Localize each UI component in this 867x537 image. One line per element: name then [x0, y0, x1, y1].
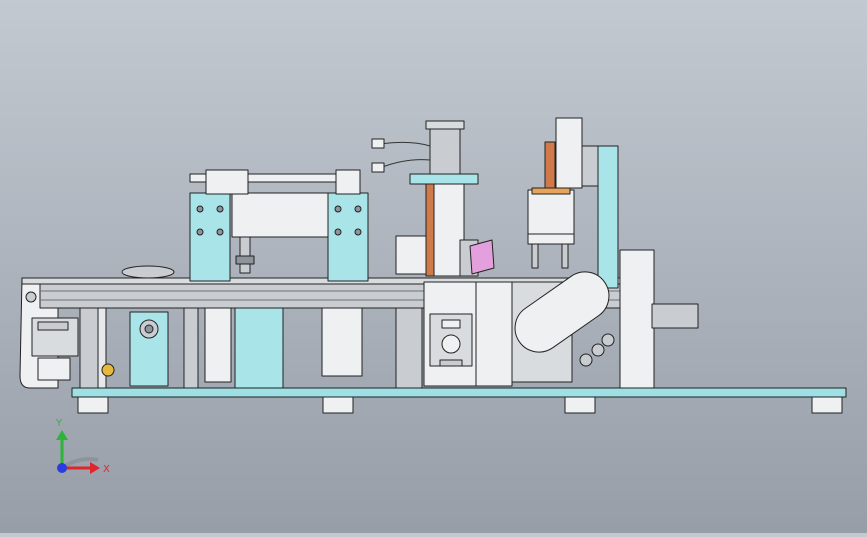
triad-label-x: X — [103, 464, 110, 475]
leg-f — [321, 307, 363, 377]
gripper-mount — [531, 187, 571, 195]
yellow-roller — [101, 363, 115, 377]
lift-pink-bracket — [469, 239, 495, 275]
servo-motor — [429, 124, 461, 176]
pick-column — [597, 145, 619, 289]
gantry-nozzle — [235, 255, 255, 265]
leg-b — [97, 307, 107, 389]
gantry-top-block — [205, 169, 249, 195]
triad-label-y: Y — [55, 418, 63, 429]
connector-1 — [371, 138, 385, 149]
flip-arm — [514, 271, 610, 353]
flip-chain-2 — [591, 343, 605, 357]
gantry-bolt-5 — [334, 205, 342, 213]
connector-2 — [371, 162, 385, 173]
gantry-bolt-3 — [196, 228, 204, 236]
central-lift-module — [371, 120, 495, 277]
gripper-body — [527, 189, 575, 235]
gripper-finger-left — [531, 243, 539, 269]
panel-dial — [441, 334, 461, 354]
leg-d — [204, 307, 232, 383]
gantry-top-block-right — [335, 169, 361, 195]
panel-switch — [441, 319, 461, 329]
left-knob — [25, 291, 37, 303]
leveling-feet — [77, 396, 843, 414]
pick-head — [555, 117, 583, 189]
left-gantry — [189, 169, 369, 282]
triad-x-arrow — [90, 462, 100, 474]
flip-chain-3 — [601, 333, 615, 347]
gantry-bolt-1 — [196, 205, 204, 213]
gantry-left-post — [189, 192, 231, 282]
cable-2 — [379, 159, 431, 169]
gantry-bolt-4 — [216, 228, 224, 236]
gantry-bolt-2 — [216, 205, 224, 213]
foot-2 — [322, 396, 354, 414]
gripper-finger-right — [561, 243, 569, 269]
foot-4 — [811, 396, 843, 414]
lift-side-bracket — [395, 235, 427, 275]
foot-3 — [564, 396, 596, 414]
triad-y-arrow — [56, 430, 68, 440]
left-lower-block — [37, 357, 71, 381]
flip-chain-1 — [579, 353, 593, 367]
coordinate-triad: X Y — [55, 418, 110, 475]
servo-cap — [425, 120, 465, 130]
left-motor-label — [37, 321, 69, 331]
leg-a — [79, 307, 99, 389]
cable-1 — [379, 141, 431, 147]
base-plate — [71, 387, 847, 398]
gantry-bolt-6 — [354, 205, 362, 213]
belt-pulley-disc — [121, 265, 175, 279]
lift-column — [433, 183, 465, 277]
leg-c — [183, 307, 199, 389]
lift-frame — [409, 173, 479, 185]
panel-plate — [439, 359, 463, 367]
triad-z-dot — [57, 463, 67, 473]
flip-side-motor — [651, 303, 699, 329]
pick-copper-strip — [544, 141, 556, 189]
right-pick-module — [527, 117, 619, 289]
bearing-block — [101, 311, 169, 387]
gantry-right-post — [327, 192, 369, 282]
lift-copper-plate — [425, 183, 435, 277]
flip-station — [507, 249, 699, 389]
leg-g — [395, 307, 423, 389]
gantry-bolt-7 — [334, 228, 342, 236]
bearing-inner — [144, 324, 154, 334]
gripper-block — [527, 233, 575, 245]
rail-end-plate — [475, 281, 513, 387]
left-support-legs — [79, 307, 423, 389]
gantry-rod-guide — [239, 236, 251, 274]
leg-e — [234, 307, 284, 389]
gantry-bolt-8 — [354, 228, 362, 236]
flip-pillar — [619, 249, 655, 389]
foot-1 — [77, 396, 109, 414]
control-box — [423, 281, 479, 387]
gantry-cylinder-body — [231, 192, 329, 238]
